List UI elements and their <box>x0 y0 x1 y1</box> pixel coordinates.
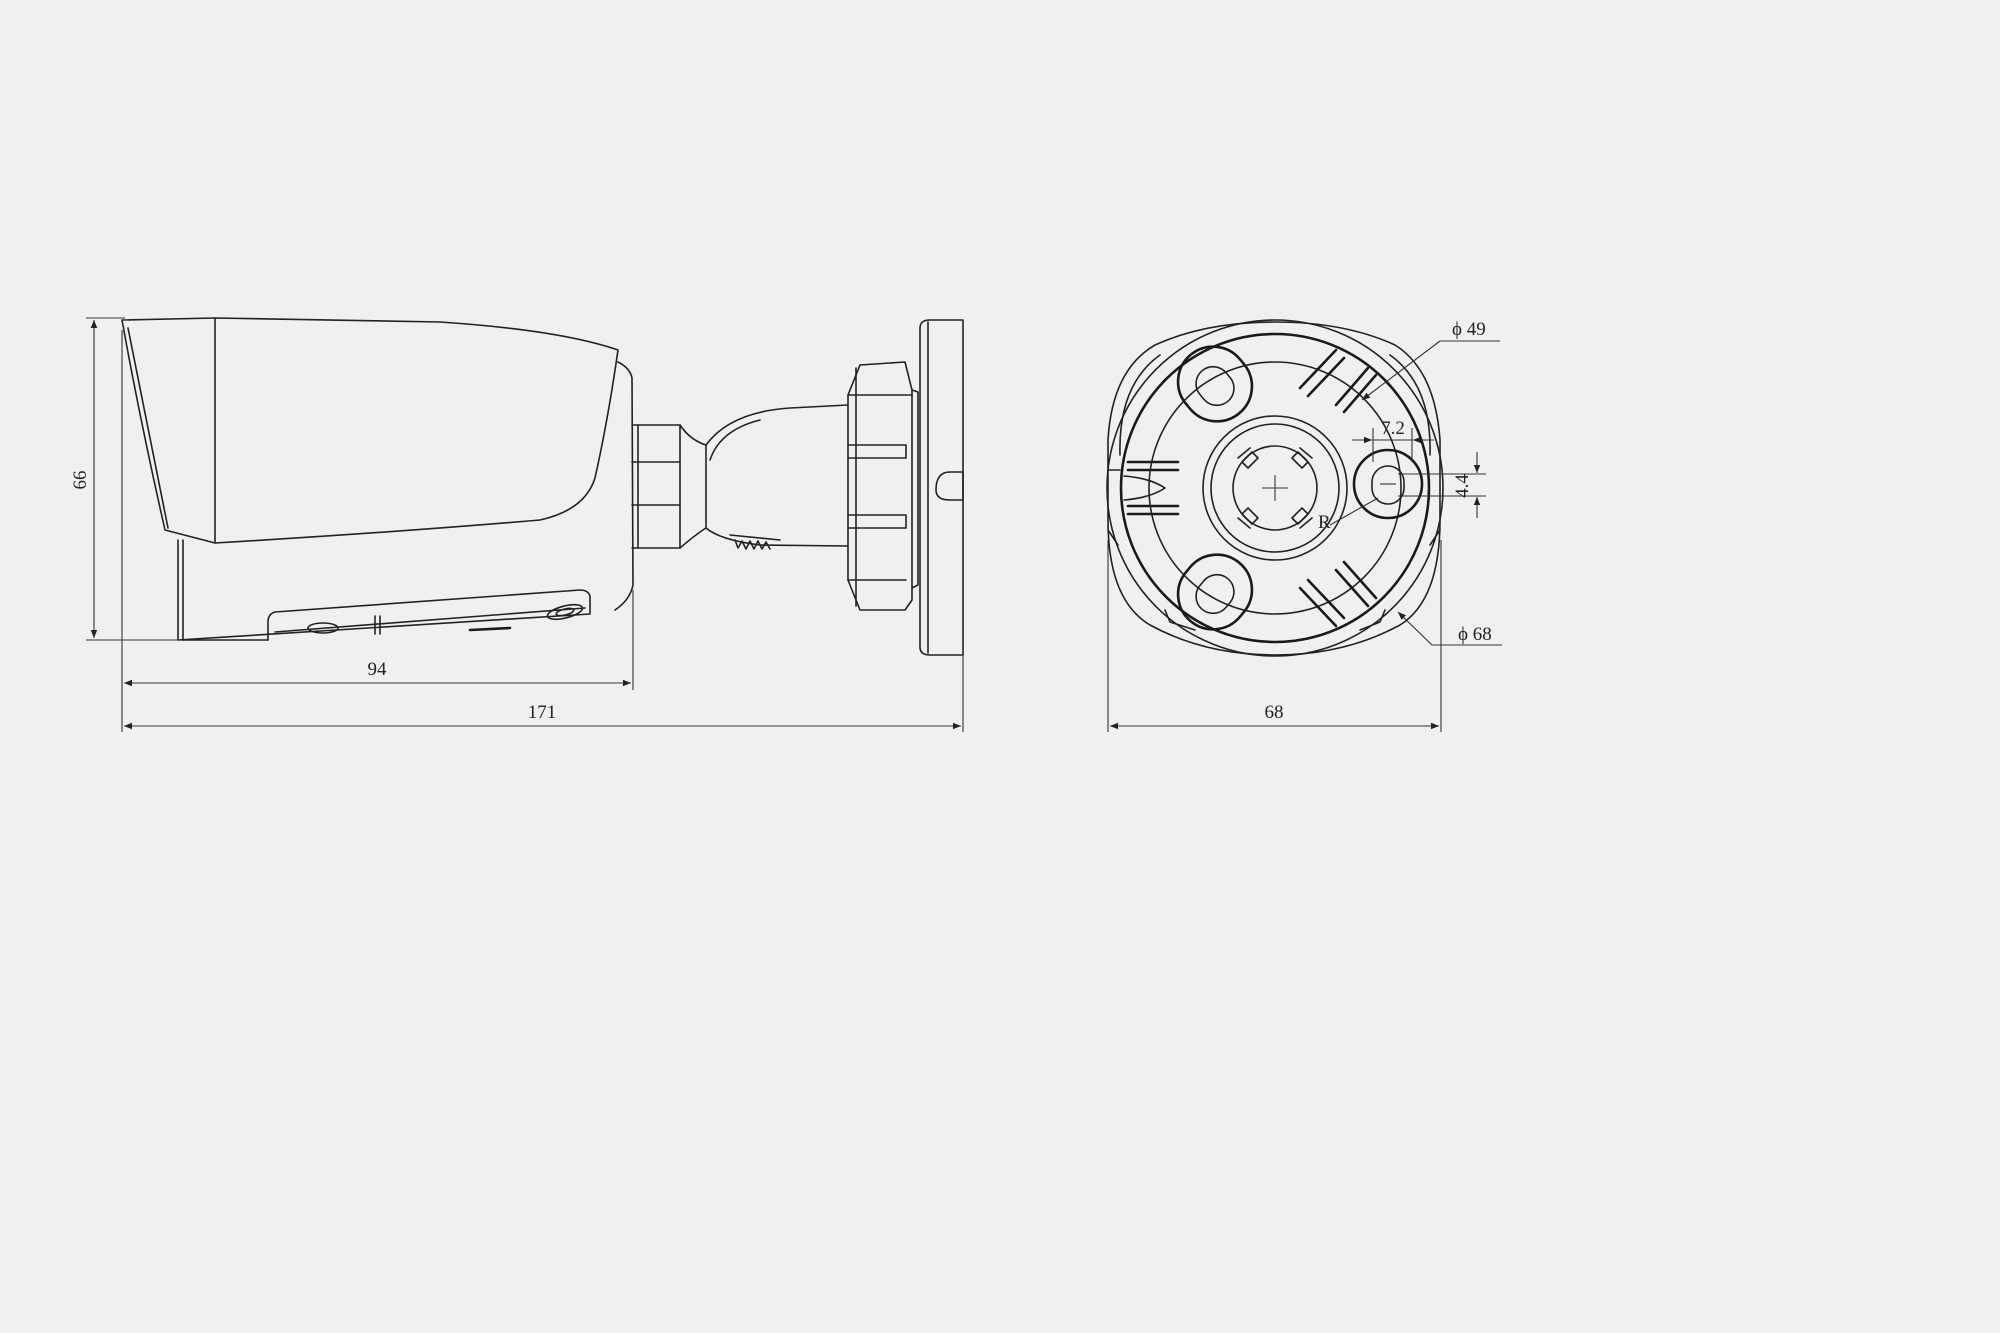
base-disc-rim <box>1119 332 1431 644</box>
base-disc-outer <box>1106 319 1444 657</box>
base-outline <box>1107 321 1441 656</box>
radial-ribs <box>1123 348 1378 628</box>
dimension-body-length-label: 94 <box>368 659 388 680</box>
dimension-hole-spacing-label: 7.2 <box>1381 418 1405 439</box>
bolt-circle <box>1148 361 1402 615</box>
dimension-body-length <box>121 330 634 732</box>
dimension-bolt-circle-label: ϕ 49 <box>1452 319 1486 340</box>
mounting-slot-lower-left <box>1176 553 1254 631</box>
mounting-plate <box>919 319 964 656</box>
dimension-base-diameter <box>1397 611 1502 646</box>
side-view: 66 94 171 <box>70 317 964 732</box>
camera-housing <box>121 317 634 641</box>
base-view: R ϕ 49 ϕ 68 7.2 4.4 <box>1106 319 1502 732</box>
dimension-height <box>86 317 180 641</box>
dimension-total-length-label: 171 <box>528 702 557 723</box>
dimension-hole-width <box>1398 452 1486 518</box>
technical-drawing: 66 94 171 <box>70 317 1502 732</box>
dimension-height-label: 66 <box>70 471 91 490</box>
dimension-total-length <box>124 655 964 732</box>
dimension-hole-width-label: 4.4 <box>1452 474 1473 498</box>
mounting-slot-upper-left <box>1176 345 1254 423</box>
dimension-base-diameter-label: ϕ 68 <box>1458 624 1492 645</box>
swivel-collar <box>847 361 919 611</box>
radius-leader <box>1329 497 1379 526</box>
radius-label: R <box>1318 512 1331 533</box>
dimension-hole-spacing <box>1352 428 1434 462</box>
dimension-base-width <box>1107 540 1442 732</box>
dimension-bolt-circle <box>1361 340 1500 401</box>
dimension-base-width-label: 68 <box>1265 702 1284 723</box>
mounting-slot-right <box>1352 448 1424 520</box>
center-hub <box>1202 415 1348 561</box>
bracket-arm <box>631 404 849 550</box>
